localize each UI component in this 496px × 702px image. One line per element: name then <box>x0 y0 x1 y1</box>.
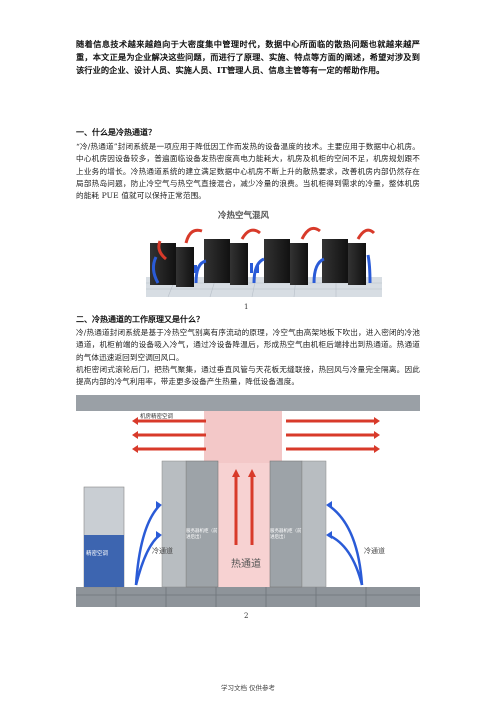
section2-heading: 二、冷热通道的工作原理又是什么？ <box>76 314 204 324</box>
figure2-label-ac: 精密空调 <box>86 551 109 557</box>
section2-body2: 机柜密闭式滚轮后门，把热气聚集，通过垂直风管与天花板无缝联接，热回风与冷量完全隔… <box>76 365 420 387</box>
figure1-caption: 1 <box>244 303 249 311</box>
page-footer: 学习文档 仅供参考 <box>220 684 276 692</box>
section1-body: “冷/热通道”封闭系统是一项应用于降低因工作而发热的设备温度的技术。主要应用于数… <box>76 142 420 201</box>
figure1-title: 冷热空气混风 <box>218 211 270 221</box>
figure2-cabinet-left: 服务器机柜（前进后出） <box>186 529 218 540</box>
figure2-cabinet-right: 服务器机柜（前进后出） <box>270 529 302 540</box>
figure2-label-unit: 机房精密空调 <box>140 414 174 420</box>
section2-body1: 冷/热通道封闭系统是基于冷热空气别离有序流动的原理，冷空气由高架地板下吹出，进入… <box>76 328 420 362</box>
figure2-caption: 2 <box>244 612 249 620</box>
section1-heading: 一、什么是冷热通道？ <box>76 127 156 137</box>
figure2-hot-aisle-label: 热通道 <box>231 559 261 570</box>
figure1-illustration <box>146 203 382 297</box>
figure2-cold-aisle-right: 冷通道 <box>364 547 385 555</box>
intro-paragraph: 随着信息技术越来越趋向于大密度集中管理时代，数据中心所面临的散热问题也就越来越严… <box>76 39 420 75</box>
figure2-cold-aisle-left: 冷通道 <box>152 547 173 555</box>
figure2-diagram <box>76 395 420 607</box>
